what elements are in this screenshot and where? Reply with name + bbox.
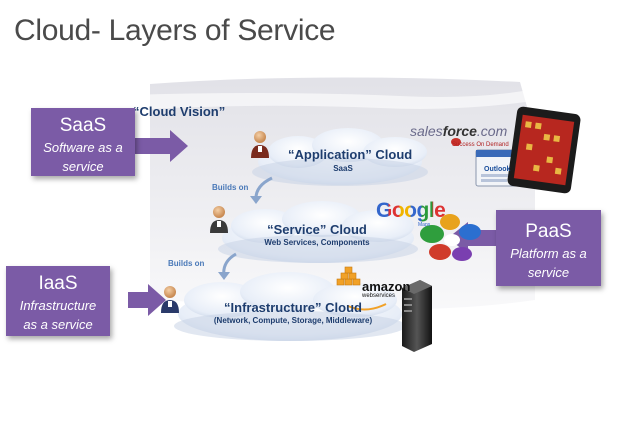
amazon-boxes-icon [336, 266, 361, 286]
builds-on-label-1: Builds on [212, 183, 249, 192]
iaas-arrow [128, 284, 166, 316]
saas-arrow [135, 130, 188, 162]
mashup-icon [420, 214, 481, 261]
cloud-vision-label: “Cloud Vision” [133, 104, 226, 119]
google-maps-label: Maps [418, 222, 431, 228]
application-cloud-title: “Application” Cloud [288, 147, 413, 162]
person-icon-application [251, 131, 269, 158]
page-title: Cloud- Layers of Service [14, 14, 336, 47]
iaas-callout: IaaS Infrastructure as a service [6, 266, 110, 336]
salesforce-logo: salesforce.com [410, 123, 508, 139]
application-cloud [252, 128, 428, 186]
amazon-smile-icon [347, 303, 387, 311]
outlook-label: Outlook [484, 166, 511, 173]
paas-abbr: PaaS [525, 221, 572, 242]
application-cloud-subtitle: SaaS [333, 164, 353, 173]
paas-desc-line1: Platform as a [510, 246, 587, 261]
infrastructure-cloud-title: “Infrastructure” Cloud [224, 300, 362, 315]
google-logo: Google [376, 199, 446, 222]
iaas-abbr: IaaS [38, 273, 78, 294]
iaas-desc-line1: Infrastructure [19, 298, 97, 313]
person-icon-service [210, 206, 228, 233]
salesforce-mark-icon [451, 138, 461, 146]
service-cloud [218, 201, 418, 263]
paas-callout: PaaS Platform as a service [496, 210, 601, 286]
salesforce-tagline: Success On Demand [452, 142, 509, 148]
saas-abbr: SaaS [59, 115, 107, 136]
paas-desc-line2: service [527, 265, 570, 280]
server-icon [402, 280, 432, 352]
service-cloud-title: “Service” Cloud [267, 222, 367, 237]
saas-callout: SaaS Software as a service [31, 108, 135, 176]
tablet-icon [507, 106, 581, 194]
amazon-webservices-label: webservices [362, 293, 396, 299]
infrastructure-cloud-subtitle: (Network, Compute, Storage, Middleware) [213, 316, 373, 325]
builds-on-label-2: Builds on [168, 259, 205, 268]
amazon-logo: amazon [362, 279, 411, 294]
iaas-desc-line2: as a service [23, 317, 93, 332]
service-cloud-subtitle: Web Services, Components [264, 238, 370, 247]
saas-desc-line2: service [62, 159, 104, 174]
saas-desc-line1: Software as a [43, 140, 123, 155]
vision-swoosh [100, 88, 540, 112]
person-icon-infrastructure [161, 286, 179, 313]
